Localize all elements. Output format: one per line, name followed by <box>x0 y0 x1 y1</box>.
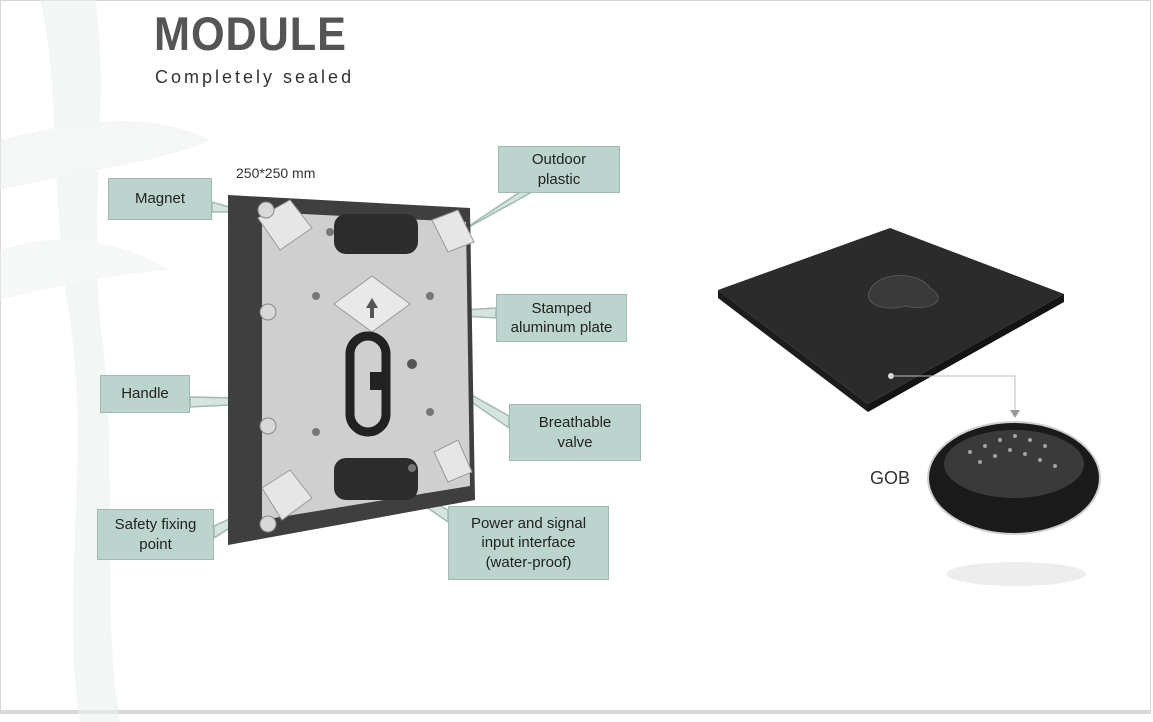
top-connector <box>334 214 418 254</box>
gob-label: GOB <box>870 468 911 488</box>
callout-safety-point: Safety fixing point <box>97 509 214 560</box>
shadow <box>946 562 1086 586</box>
aluminum-plate <box>262 212 470 520</box>
callout-magnet: Magnet <box>108 178 212 220</box>
callout-handle: Handle <box>100 375 190 413</box>
page-subtitle: Completely sealed <box>155 67 355 87</box>
callout-outdoor-plastic: Outdoor plastic <box>498 146 620 193</box>
module-back <box>228 195 475 545</box>
up-arrow-icon <box>366 298 378 318</box>
page-title: MODULE <box>154 7 347 60</box>
gob-tile <box>718 228 1101 586</box>
callout-power-interface: Power and signal input interface (water-… <box>448 506 609 580</box>
callout-breathable-valve: Breathable valve <box>509 404 641 461</box>
outdoor-plastic-leader <box>459 191 535 233</box>
callout-stamped-plate: Stamped aluminum plate <box>496 294 627 342</box>
gob-tile-top <box>718 228 1064 404</box>
handle-clip <box>370 372 386 390</box>
bottom-connector <box>334 458 418 500</box>
corner-bracket <box>431 209 475 253</box>
dimension-label: 250*250 mm <box>236 165 316 181</box>
corner-bracket <box>261 469 313 521</box>
corner-bracket <box>433 439 473 483</box>
water-droplet <box>867 275 939 309</box>
